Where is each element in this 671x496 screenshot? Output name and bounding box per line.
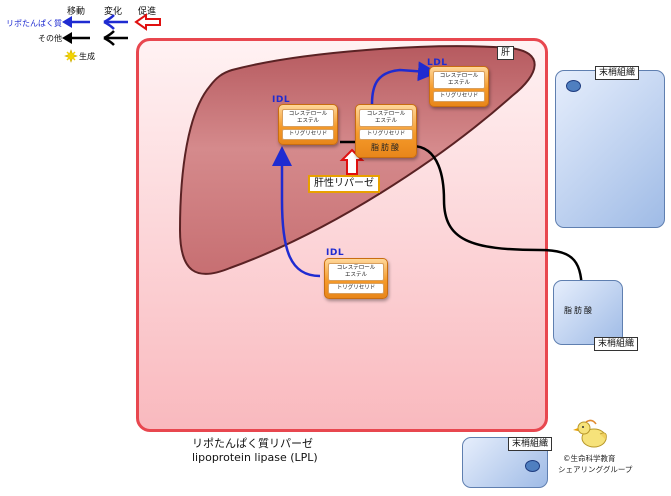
peripheral-tissue-middle-tag: 末梢組織 (594, 337, 639, 351)
legend-graphics (62, 13, 161, 63)
legend-change-blue-arrow-icon (103, 14, 128, 30)
center-chip-cholesterol: コレステロール エステル (359, 109, 413, 127)
idl-left-chip-cholesterol: コレステロール エステル (282, 109, 334, 127)
legend-other-label: その他 (38, 34, 62, 43)
arrow-idl-to-liver (272, 146, 321, 278)
ldl-top-chip-triglyceride: トリグリセリド (433, 91, 485, 102)
peripheral-tissue-bottom-tag: 末梢組織 (508, 437, 553, 451)
cell-nucleus-icon (525, 460, 540, 472)
peripheral-tissue-top (555, 70, 665, 228)
copyright-line2: シェアリンググループ (558, 465, 633, 474)
hepatic-lipase-label: 肝性リパーゼ (308, 175, 380, 193)
center-particle: コレステロール エステル トリグリセリド 脂肪酸 (355, 104, 417, 158)
center-chip-triglyceride: トリグリセリド (359, 129, 413, 140)
idl-particle-left: コレステロール エステル トリグリセリド (278, 104, 338, 145)
copyright-line1: ©生命科学教育 (563, 454, 616, 463)
legend-header-move: 移動 (67, 7, 86, 17)
legend-promote-arrow-icon (134, 13, 161, 31)
liver-tag: 肝 (497, 46, 515, 60)
ldl-top-chip-cholesterol: コレステロール エステル (433, 71, 485, 89)
peripheral-tissue-middle: 脂肪酸 (553, 280, 623, 345)
legend-move-blue-arrow-icon (62, 16, 90, 28)
arrow-to-ldl (370, 61, 438, 105)
cell-nucleus-icon (566, 80, 581, 92)
ldl-particle-top: コレステロール エステル トリグリセリド (429, 66, 489, 107)
legend-header-promote: 促進 (138, 7, 157, 17)
legend-move-black-arrow-icon (62, 32, 90, 44)
mascot-bird-icon (573, 419, 607, 448)
lpl-caption-jp: リポたんぱく質リパーゼ (192, 437, 313, 450)
idl-bottom-chip-triglyceride: トリグリセリド (328, 283, 384, 294)
legend-sparkle-icon (64, 49, 78, 63)
arrow-fattyacid-to-tissue (411, 144, 592, 306)
legend-change-black-arrow-icon (103, 30, 128, 46)
tissue-fatty-acid: 脂肪酸 (564, 306, 594, 315)
idl-bottom-label: IDL (326, 248, 345, 258)
idl-bottom-chip-cholesterol: コレステロール エステル (328, 263, 384, 281)
legend-generate-label: 生成 (79, 52, 95, 61)
idl-left-chip-triglyceride: トリグリセリド (282, 129, 334, 140)
peripheral-tissue-top-tag: 末梢組織 (595, 66, 640, 80)
idl-particle-bottom: コレステロール エステル トリグリセリド (324, 258, 388, 299)
idl-left-label: IDL (272, 95, 291, 105)
ldl-top-label: LDL (427, 58, 448, 68)
legend-lipoprotein-label: リポたんぱく質 (6, 19, 62, 28)
lpl-caption-en: lipoprotein lipase (LPL) (192, 451, 318, 464)
center-fatty-acid: 脂肪酸 (371, 143, 401, 152)
legend-header-change: 変化 (104, 7, 123, 17)
